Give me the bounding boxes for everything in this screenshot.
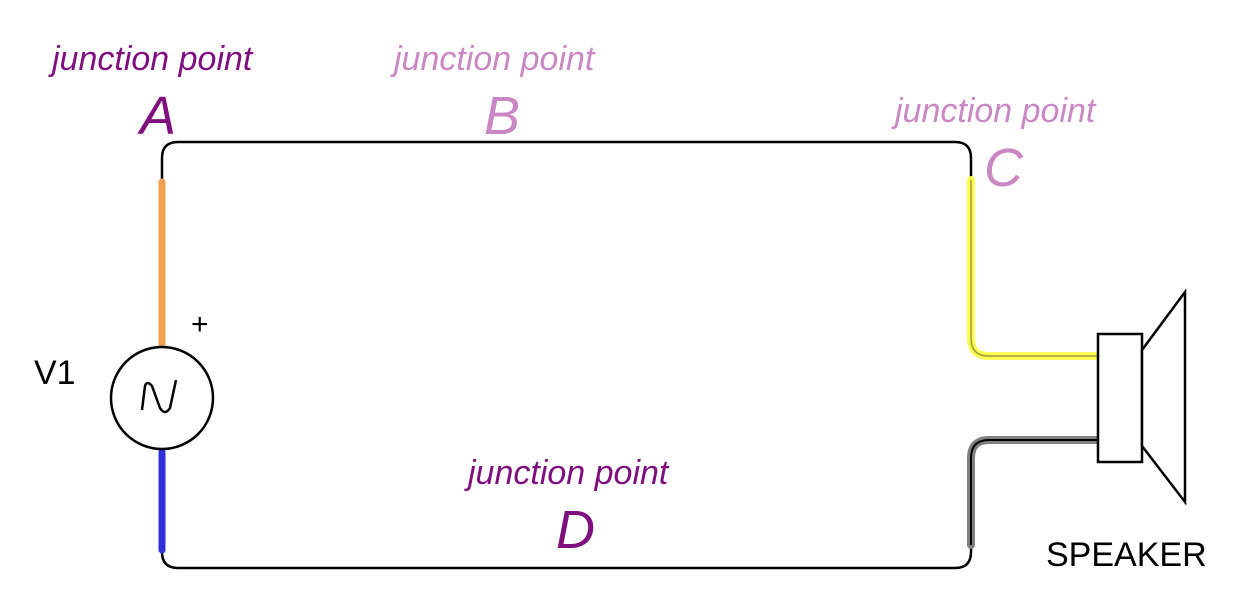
junction-d-letter: D (556, 500, 595, 560)
junction-c-letter: C (984, 138, 1024, 198)
junction-a-caption: junction point (48, 40, 254, 78)
source-label: V1 (34, 354, 76, 392)
junction-b-caption: junction point (390, 40, 596, 78)
loop-wire (160, 140, 1098, 570)
speaker-label: SPEAKER (1046, 536, 1207, 574)
sine-wave-icon (140, 379, 178, 414)
speaker-cone-icon (1140, 288, 1187, 506)
junction-c-caption: junction point (891, 92, 1097, 130)
source-polarity: + (191, 308, 209, 341)
wire-segment-gray (967, 436, 1102, 549)
wire-core-upper-right (970, 180, 1098, 357)
wire-core-lower-right (970, 439, 1098, 545)
junction-a-letter: A (137, 86, 176, 146)
junction-b-letter: B (484, 86, 520, 146)
speaker-body (1096, 332, 1144, 464)
ac-source-symbol (109, 345, 215, 451)
junction-d-caption: junction point (464, 454, 670, 492)
wire-segment-yellow (967, 176, 1102, 360)
